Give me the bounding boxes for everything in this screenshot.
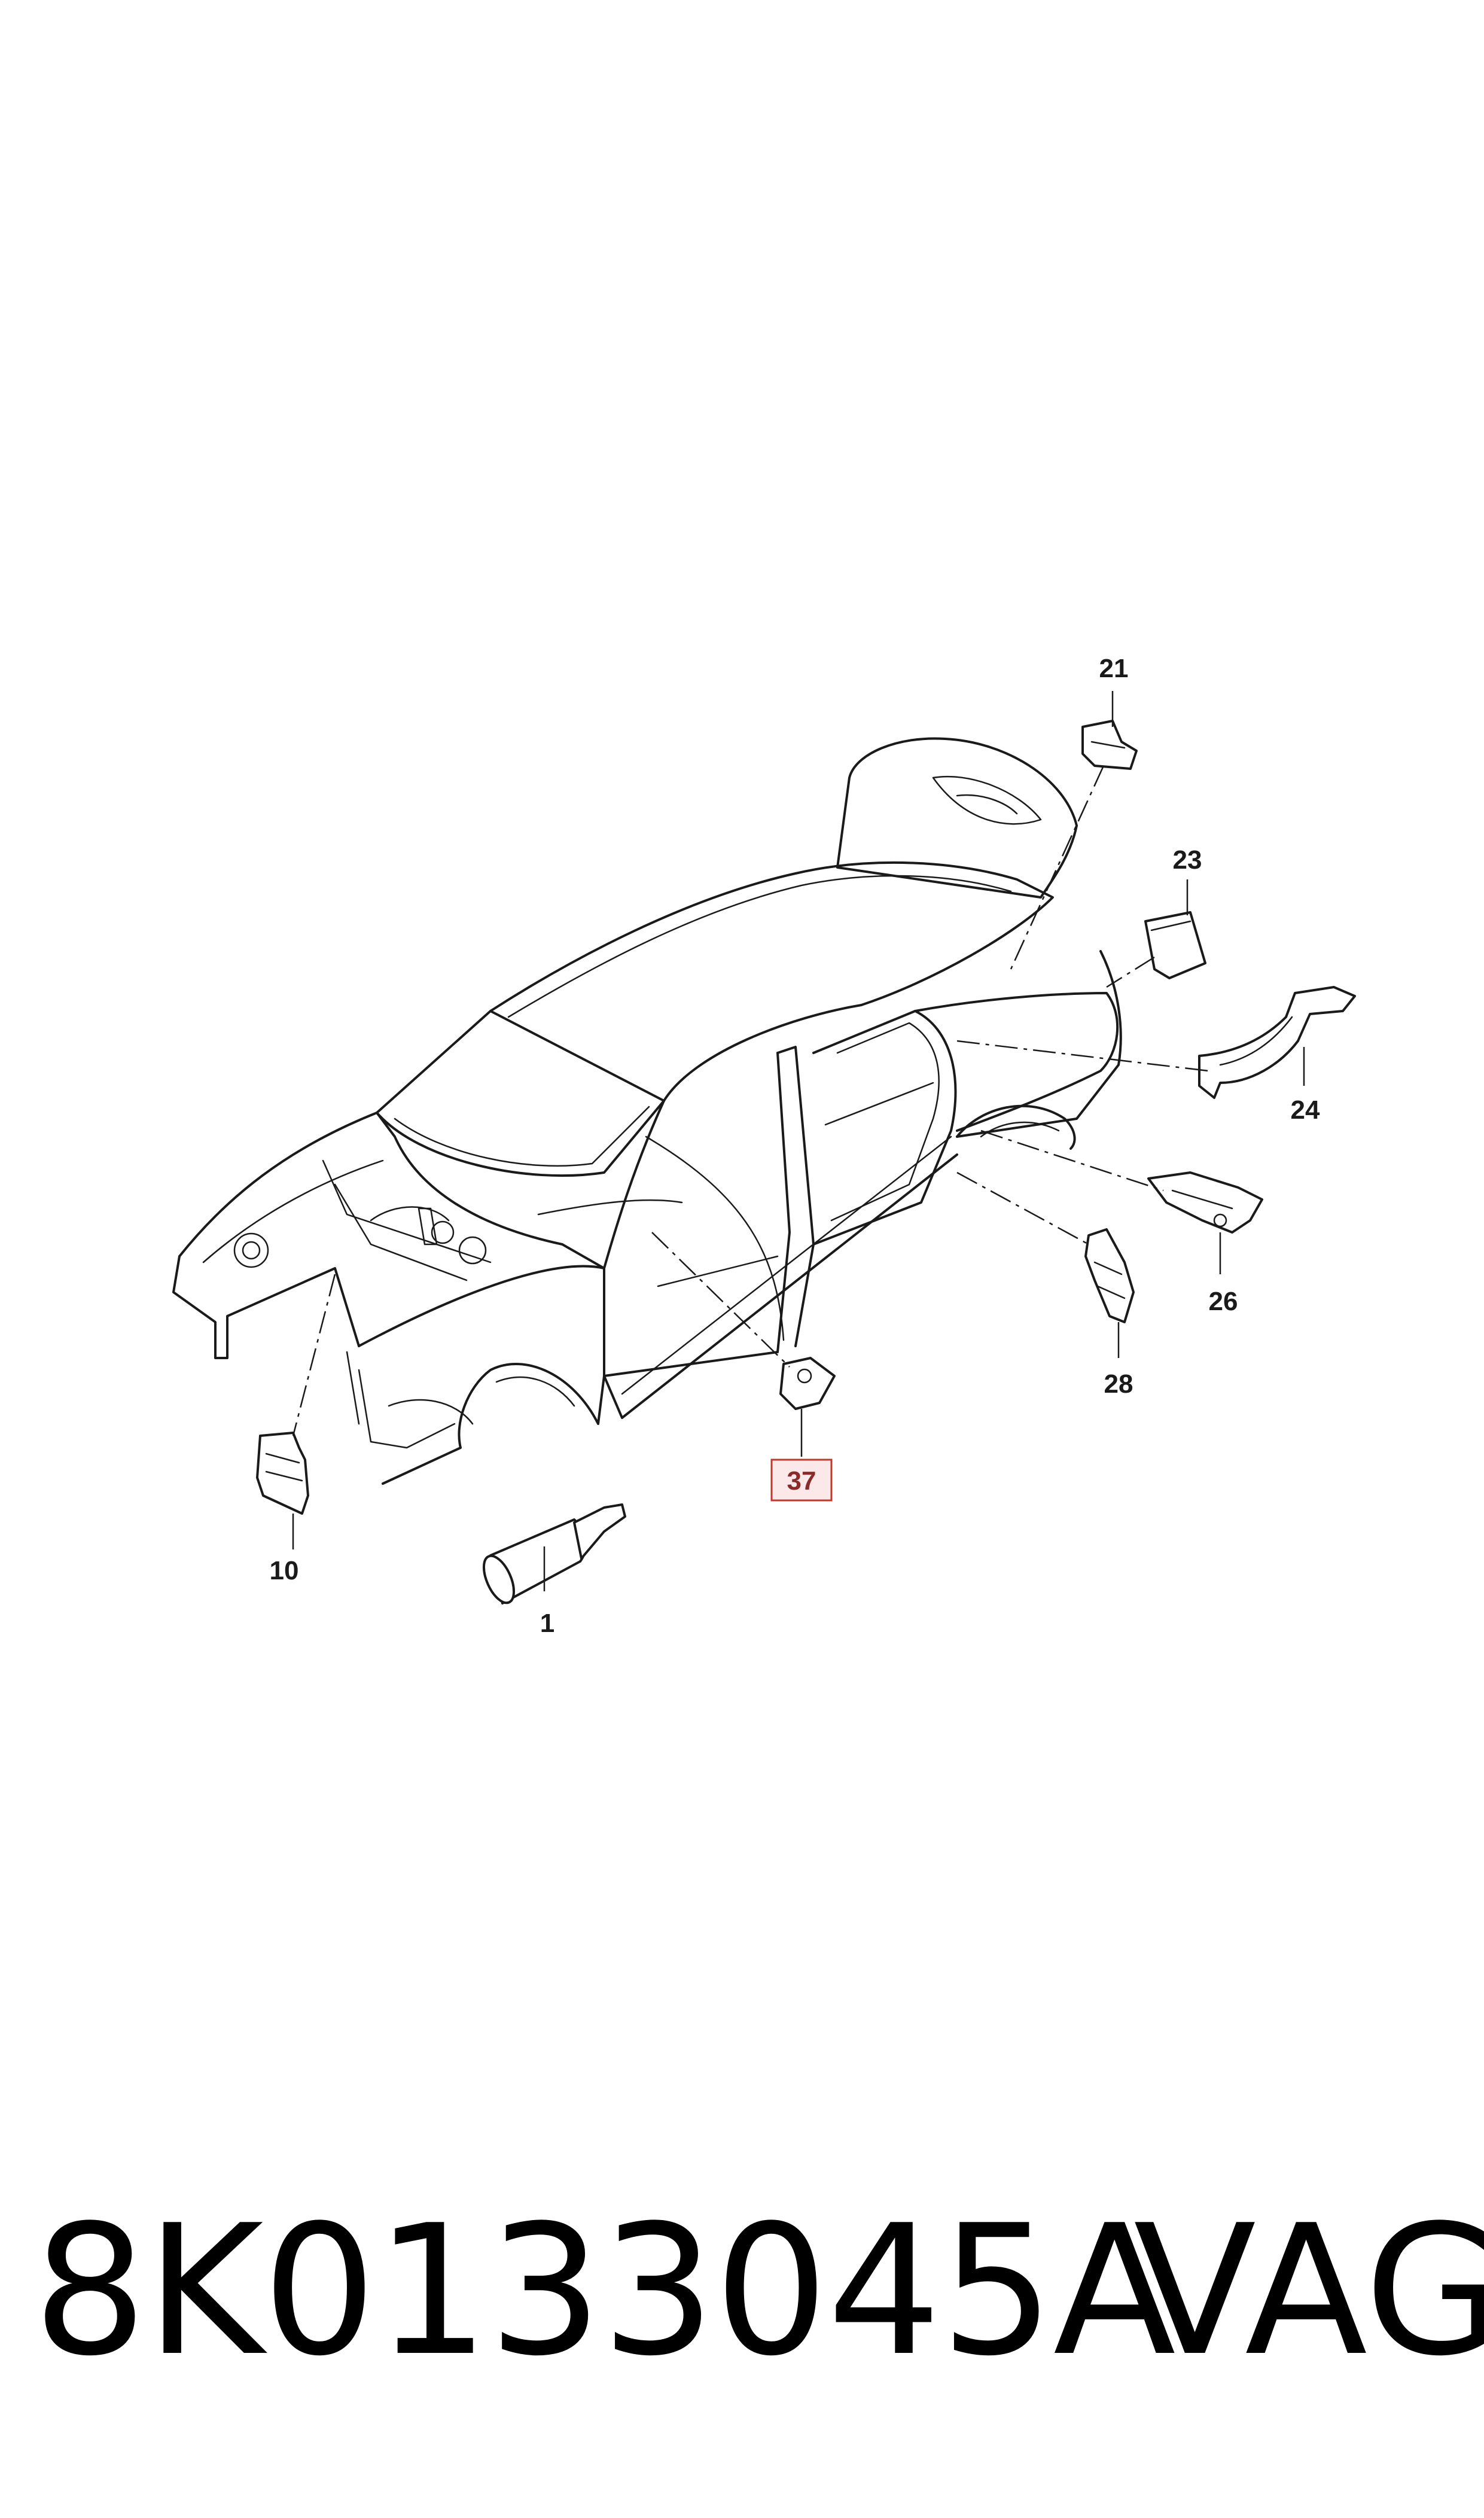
callout-numbers: 1 10 21 23 24 26 28 37 bbox=[270, 654, 1320, 1638]
car-body-shell bbox=[172, 737, 1122, 1485]
callout-28: 28 bbox=[1104, 1369, 1133, 1399]
callout-1: 1 bbox=[540, 1609, 554, 1638]
part-26-plate bbox=[1147, 1171, 1263, 1234]
callout-23: 23 bbox=[1173, 845, 1202, 875]
leader-lines bbox=[292, 691, 1305, 1591]
part-1-sealant-cartridge bbox=[482, 1503, 626, 1604]
part-23-cover bbox=[1144, 911, 1206, 979]
part-28-bracket bbox=[1084, 1228, 1135, 1323]
callout-37: 37 bbox=[787, 1466, 816, 1496]
part-10-bracket bbox=[256, 1432, 309, 1515]
part-21-bracket bbox=[1081, 720, 1138, 770]
part-37-pad bbox=[779, 1357, 836, 1410]
callout-24: 24 bbox=[1291, 1095, 1320, 1125]
part-24-bracket bbox=[1198, 986, 1356, 1099]
callout-26: 26 bbox=[1209, 1287, 1238, 1316]
callout-21: 21 bbox=[1099, 654, 1129, 683]
caption-bar: 8K0133045A VAG bbox=[0, 2178, 1484, 2429]
brand-text: VAG bbox=[1133, 2187, 1484, 2395]
part-number-text: 8K0133045A bbox=[33, 2187, 1176, 2395]
callout-37-highlight-box bbox=[770, 1459, 833, 1502]
callout-10: 10 bbox=[270, 1556, 299, 1585]
